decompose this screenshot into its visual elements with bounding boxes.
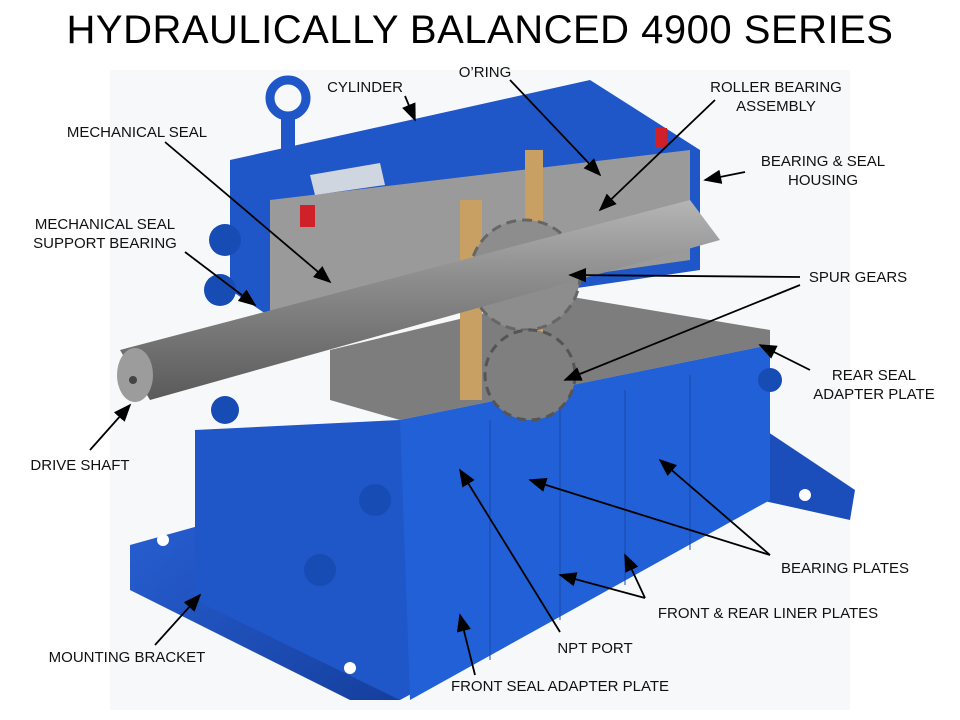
leader-mounting-bracket — [154, 593, 202, 646]
leader-cylinder — [402, 95, 416, 122]
label-line: ROLLER BEARING — [710, 79, 842, 96]
label-line: REAR SEAL — [831, 367, 917, 384]
label-line: BEARING & SEAL — [760, 153, 886, 170]
label-line: ADAPTER PLATE — [813, 386, 935, 403]
leader-spur-gear-2 — [563, 284, 801, 381]
label-front-seal-adapter-plate: FRONT SEAL ADAPTER PLATE — [450, 678, 670, 695]
label-support-bearing: MECHANICAL SEAL SUPPORT BEARING — [33, 215, 177, 253]
eye-bolt-stem — [281, 112, 295, 152]
seal-red — [655, 128, 667, 148]
spur-gear-lower — [483, 328, 577, 422]
leader-roller-bearing — [598, 99, 716, 212]
label-rear-seal-adapter-plate: REAR SEAL ADAPTER PLATE — [813, 366, 934, 404]
label-npt-port: NPT PORT — [557, 640, 633, 657]
leader-liner-plate-2 — [558, 572, 646, 599]
bracket-hole — [157, 534, 169, 546]
label-line: ASSEMBLY — [736, 98, 816, 115]
leader-mechanical-seal — [164, 141, 332, 284]
label-line: MECHANICAL SEAL — [34, 216, 176, 233]
label-roller-bearing: ROLLER BEARING ASSEMBLY — [710, 78, 842, 116]
leader-rear-seal — [758, 344, 811, 371]
seal-red — [300, 205, 315, 227]
label-line: SUPPORT BEARING — [33, 235, 177, 252]
leader-bearing-plate-1 — [528, 477, 771, 556]
leader-bearing-seal-housing — [703, 169, 746, 184]
label-drive-shaft: DRIVE SHAFT — [30, 457, 130, 474]
label-oring: O’RING — [458, 64, 512, 81]
leader-oring — [509, 79, 602, 177]
label-line: HOUSING — [787, 172, 858, 189]
label-spur-gears: SPUR GEARS — [808, 269, 908, 286]
drive-shaft-shape — [120, 200, 720, 400]
leader-spur-gear-1 — [568, 267, 801, 283]
leader-npt-port — [459, 468, 561, 633]
label-cylinder: CYLINDER — [327, 79, 403, 96]
leader-liner-plate-1 — [624, 553, 646, 599]
label-mounting-bracket: MOUNTING BRACKET — [48, 649, 206, 666]
bracket-hole — [799, 489, 811, 501]
leader-support-bearing — [184, 251, 257, 307]
label-liner-plates: FRONT & REAR LINER PLATES — [657, 605, 879, 622]
leader-drive-shaft — [89, 403, 132, 451]
leader-bearing-plate-2 — [658, 458, 771, 556]
leader-front-seal — [456, 613, 476, 676]
diagram-title: HYDRAULICALLY BALANCED 4900 SERIES — [66, 8, 894, 52]
housing-front-face — [400, 345, 770, 700]
shaft-center — [129, 376, 137, 384]
label-bearing-plates: BEARING PLATES — [780, 560, 910, 577]
shaft-end — [117, 348, 153, 402]
label-mechanical-seal: MECHANICAL SEAL — [66, 124, 208, 141]
nameplate — [310, 163, 385, 195]
housing-bolts — [204, 224, 782, 586]
bracket-hole — [344, 662, 356, 674]
label-bearing-seal-housing: BEARING & SEAL HOUSING — [761, 152, 885, 190]
